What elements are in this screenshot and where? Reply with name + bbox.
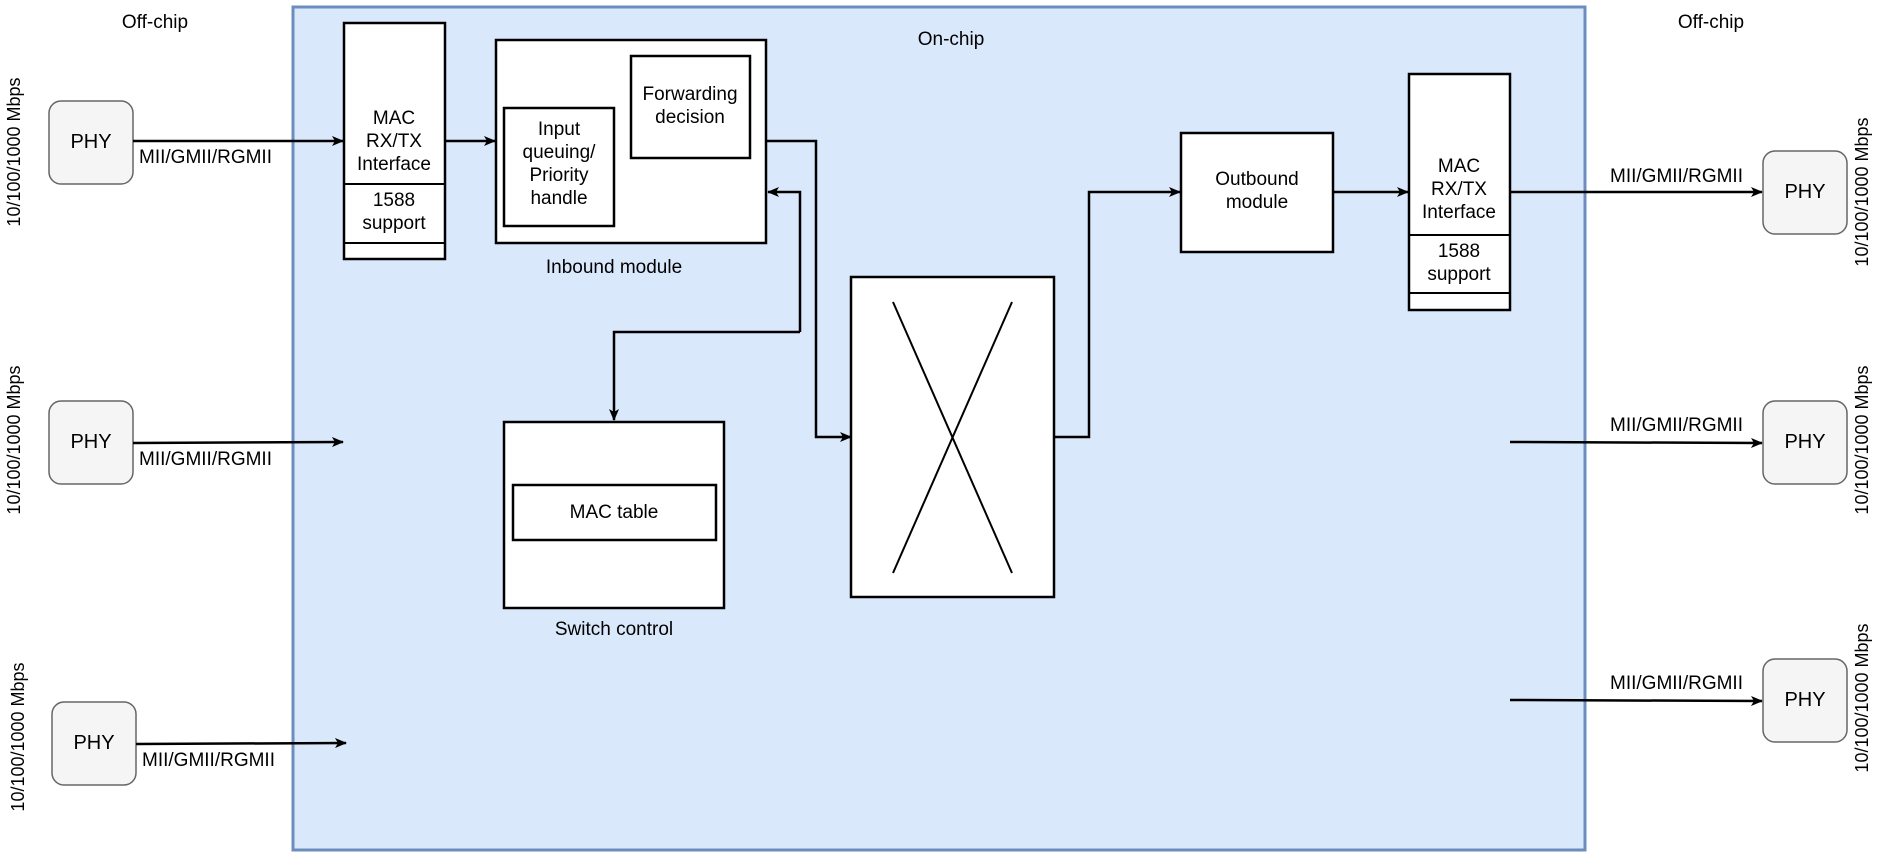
interface-label: MII/GMII/RGMII <box>142 750 275 771</box>
speed-label: 10/100/1000 Mbps <box>8 662 28 811</box>
outbound-line-1: Outbound <box>1215 169 1298 190</box>
interface-label: MII/GMII/RGMII <box>1610 166 1743 187</box>
speed-label: 10/100/1000 Mbps <box>1852 117 1872 266</box>
phy-label: PHY <box>70 431 111 453</box>
phy-block <box>1762 400 1848 485</box>
outbound-module: Outbound module <box>1179 131 1335 254</box>
mac-label: MAC <box>373 108 415 129</box>
interface-label: MII/GMII/RGMII <box>139 449 272 470</box>
right-port-1: MII/GMII/RGMII PHY 10/100/1000 Mbps <box>1510 117 1872 267</box>
interface-label: MII/GMII/RGMII <box>1610 673 1743 694</box>
right-port-2: MII/GMII/RGMII PHY 10/100/1000 Mbps <box>1509 365 1872 515</box>
support-1588-label: 1588 <box>373 190 415 211</box>
off-chip-left-label: Off-chip <box>122 12 188 33</box>
phy-block <box>1762 150 1848 235</box>
crossbar-switch <box>849 275 1056 599</box>
input-queuing-block <box>502 106 616 228</box>
speed-label: 10/100/1000 Mbps <box>4 365 24 514</box>
mac-left: MAC RX/TX Interface 1588 support <box>342 21 447 261</box>
support-label: support <box>1427 264 1491 285</box>
phy-block <box>1762 658 1848 743</box>
on-chip-label: On-chip <box>918 29 985 50</box>
crossbar-to-outbound-arrow <box>1054 187 1181 439</box>
inbound-to-crossbar-arrow <box>766 139 852 442</box>
left-port-2: PHY 10/100/1000 Mbps MII/GMII/RGMII <box>4 365 344 515</box>
inbound-to-switch-control-arrow <box>609 330 800 421</box>
speed-label: 10/100/1000 Mbps <box>1852 365 1872 514</box>
interface-link <box>1509 437 1763 448</box>
phy-block <box>48 100 134 185</box>
input-queuing-line-2: queuing/ <box>523 142 597 163</box>
off-chip-right-label: Off-chip <box>1678 12 1744 33</box>
rxtx-label: RX/TX <box>1431 179 1487 200</box>
speed-label: 10/100/1000 Mbps <box>1852 623 1872 772</box>
mac-table-block <box>511 483 718 542</box>
interface-label: Interface <box>1422 202 1496 223</box>
phy-label: PHY <box>1784 431 1825 453</box>
input-queuing-line-1: Input <box>538 119 581 140</box>
forwarding-line-1: Forwarding <box>642 84 737 105</box>
phy-label: PHY <box>1784 689 1825 711</box>
rxtx-label: RX/TX <box>366 131 422 152</box>
interface-link <box>1509 695 1763 706</box>
interface-label: MII/GMII/RGMII <box>1610 415 1743 436</box>
support-label: support <box>362 213 426 234</box>
phy-label: PHY <box>70 131 111 153</box>
forwarding-decision-block <box>629 54 752 160</box>
mac-table-label: MAC table <box>570 502 659 523</box>
interface-link <box>132 437 344 448</box>
mac-label: MAC <box>1438 156 1480 177</box>
left-port-1: PHY 10/100/1000 Mbps MII/GMII/RGMII <box>4 77 344 227</box>
switch-control: MAC table <box>502 420 726 610</box>
phy-label: PHY <box>1784 181 1825 203</box>
phy-label: PHY <box>73 732 114 754</box>
support-1588-label: 1588 <box>1438 241 1480 262</box>
input-queuing-line-4: handle <box>530 188 587 209</box>
mac-right: MAC RX/TX Interface 1588 support <box>1407 72 1512 312</box>
inbound-module: Input queuing/ Priority handle Forwardin… <box>494 38 768 245</box>
input-queuing-line-3: Priority <box>529 165 589 186</box>
crossbar-switch-icon <box>892 301 1013 574</box>
outbound-line-2: module <box>1226 192 1288 213</box>
interface-label: MII/GMII/RGMII <box>139 147 272 168</box>
right-port-3: MII/GMII/RGMII PHY 10/100/1000 Mbps <box>1509 623 1872 773</box>
switch-control-label: Switch control <box>555 619 673 640</box>
inbound-module-label: Inbound module <box>546 257 682 278</box>
switch-control-to-inbound-arrow <box>767 187 802 332</box>
speed-label: 10/100/1000 Mbps <box>4 77 24 226</box>
interface-label: Interface <box>357 154 431 175</box>
forwarding-line-2: decision <box>655 107 725 128</box>
left-port-3: PHY 10/100/1000 Mbps MII/GMII/RGMII <box>8 662 347 812</box>
interface-link <box>135 738 347 749</box>
